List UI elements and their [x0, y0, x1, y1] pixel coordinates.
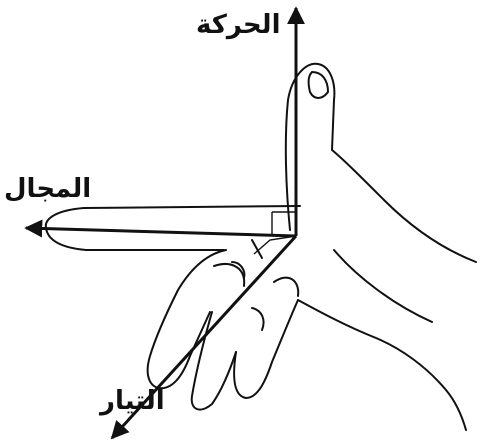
- knuckle-2: [252, 308, 264, 330]
- motion-label: الحركة: [196, 12, 280, 38]
- vectors: [26, 8, 296, 438]
- wrist-edge: [334, 250, 432, 322]
- thumb: [286, 64, 476, 262]
- palm-edge: [298, 300, 466, 430]
- current-label: التيار: [100, 388, 165, 414]
- field-label: المجال: [4, 176, 91, 202]
- middle-finger: [148, 250, 226, 388]
- middle-finger-2: [214, 264, 244, 286]
- little-finger: [234, 300, 298, 398]
- palm-crease: [274, 278, 298, 296]
- field-arrow: [26, 228, 296, 236]
- hand-outline: [46, 64, 476, 430]
- thumb-nail: [309, 72, 328, 98]
- index-finger: [46, 206, 300, 250]
